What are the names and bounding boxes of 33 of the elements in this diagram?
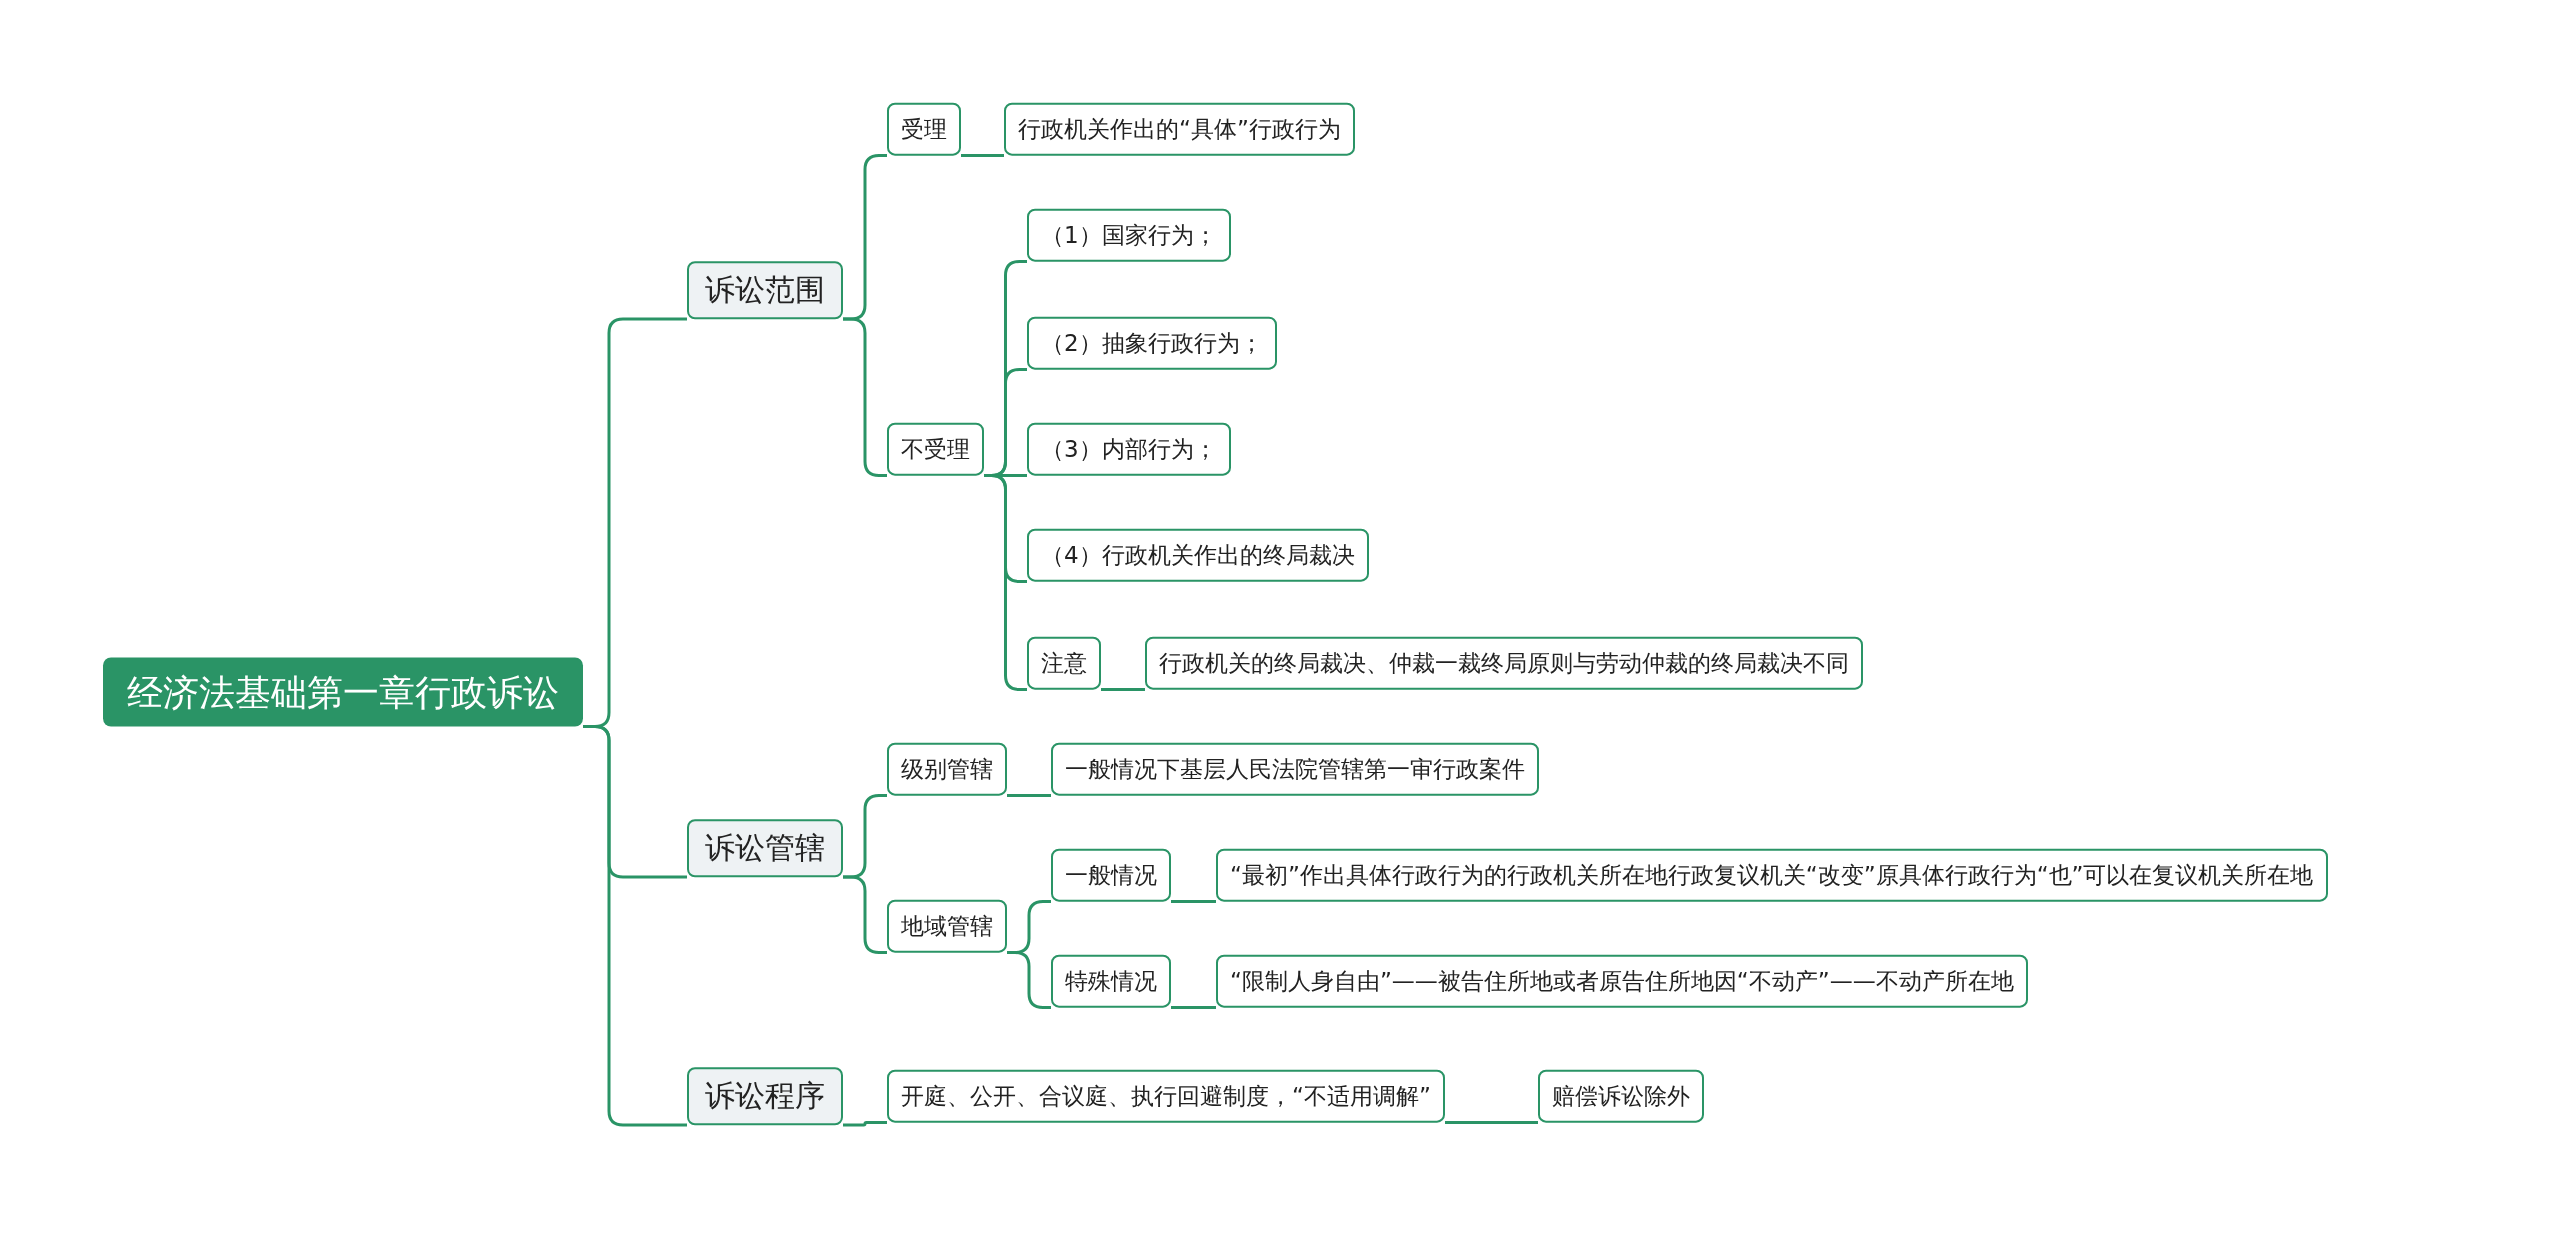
leaf-box: （2）抽象行政行为； [1027, 316, 1277, 370]
leaf-box: 赔偿诉讼除外 [1538, 1069, 1704, 1123]
connector-line [843, 1121, 887, 1127]
connector-line [1101, 688, 1145, 691]
connector-line [961, 154, 1004, 157]
subtopic-box: 地域管辖 [887, 899, 1007, 953]
leaf-box: 一般情况下基层人民法院管辖第一审行政案件 [1051, 742, 1539, 796]
connector-line [1171, 1006, 1216, 1009]
subtopic-box: 不受理 [887, 422, 984, 476]
leaf-box: “限制人身自由”——被告住所地或者原告住所地因“不动产”——不动产所在地 [1216, 954, 2028, 1008]
subtopic-box: 级别管辖 [887, 742, 1007, 796]
leaf-box: 行政机关的终局裁决、仲裁一裁终局原则与劳动仲裁的终局裁决不同 [1145, 636, 1863, 690]
connector-line [1007, 794, 1051, 797]
connector-line [1171, 900, 1216, 903]
leaf-box: 开庭、公开、合议庭、执行回避制度，“不适用调解” [887, 1069, 1445, 1123]
connector-line [843, 875, 887, 954]
leaf-box: “最初”作出具体行政行为的行政机关所在地行政复议机关“改变”原具体行政行为“也”可以在复议机关所在地 [1216, 848, 2328, 902]
leaf-box: 一般情况 [1051, 848, 1171, 902]
topic-box: 诉讼程序 [687, 1067, 843, 1125]
connector-line [843, 317, 887, 477]
root-topic: 经济法基础第一章行政诉讼 [103, 657, 583, 727]
subtopic-box: 受理 [887, 102, 961, 156]
leaf-box: （1）国家行为； [1027, 208, 1231, 262]
leaf-box: 特殊情况 [1051, 954, 1171, 1008]
connector-line [1445, 1121, 1538, 1124]
topic-box: 诉讼管辖 [687, 819, 843, 877]
leaf-box: （3）内部行为； [1027, 422, 1231, 476]
leaf-box: （4）行政机关作出的终局裁决 [1027, 528, 1369, 582]
connector-line [984, 474, 1027, 691]
connector-line [583, 725, 687, 1127]
leaf-box: 行政机关作出的“具体”行政行为 [1004, 102, 1355, 156]
topic-box: 诉讼范围 [687, 261, 843, 319]
leaf-box: 注意 [1027, 636, 1101, 690]
